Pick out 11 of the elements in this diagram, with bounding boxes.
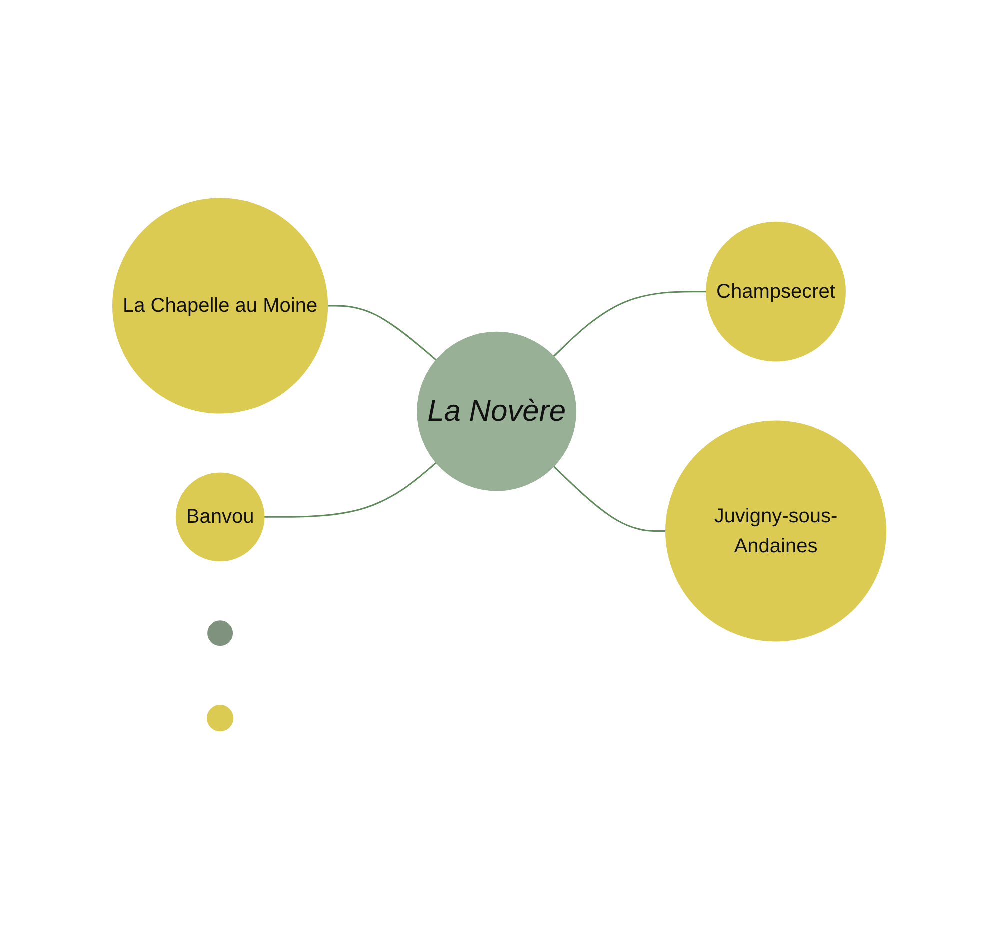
node-circle: La Novère [418,332,577,492]
connector [554,291,708,358]
node-circle: La Chapelle au Moine [112,198,329,414]
node-circle [208,705,234,732]
connector [264,462,438,518]
node-circle: Champsecret [706,222,846,362]
node-circle: Juvigny-sous-Andaines [666,420,887,642]
connector [554,466,666,532]
connector [328,305,438,361]
node-circle: Banvou [176,472,266,562]
node-circle [208,620,234,646]
